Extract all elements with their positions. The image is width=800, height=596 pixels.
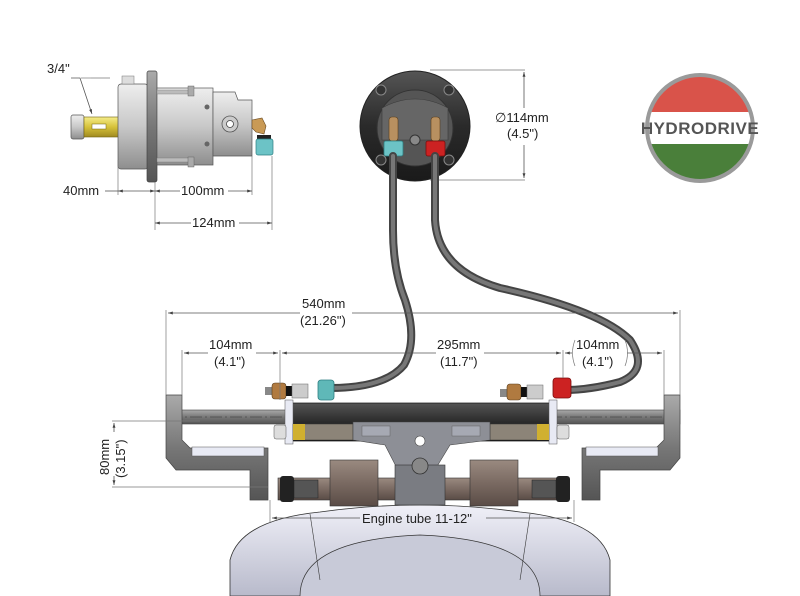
right-arm-in-label: (4.1") [582,354,613,369]
left-arm-mm-label: 104mm [209,337,252,352]
blue-cylinder-fitting [317,379,335,401]
screw [204,141,210,147]
right-arm-mm-label: 104mm [576,337,619,352]
helm-side-dimensions: 3/4" 40mm 100mm 124mm [47,61,273,230]
engine-cover-recess [299,534,541,596]
cylinder-endcap-left [284,399,294,445]
cylinder-endcap-right [548,399,558,445]
hose-left-highlight [328,154,414,390]
left-arm-in-label: (4.1") [214,354,245,369]
paren-left [572,339,576,367]
knurled-nut-right [556,476,570,502]
helm-front-dimension: ∅114mm (4.5") [430,69,549,181]
overall-mm-label: 540mm [302,296,345,311]
bolt-icon [375,84,387,96]
logo-white-band [648,112,752,144]
red-cylinder-fitting [552,377,572,399]
logo-text: HYDRODRIVE [641,119,759,138]
diameter-in-label: (4.5") [507,126,538,141]
screw [204,104,210,110]
cylinder-assembly [165,377,681,501]
fitting-tip [500,389,508,397]
shaft-leader [71,77,93,115]
fitting-ring [257,135,271,139]
bolt-icon [375,154,387,166]
elbow-fitting [251,117,267,135]
fitting-ring [521,387,527,397]
knurled-nut-left [280,476,294,502]
dim-40mm: 40mm [63,183,99,198]
fitting-ring [286,386,292,396]
shaft-keyway [91,123,107,130]
helm-flange [146,70,158,183]
engine-tube-label: Engine tube 11-12" [362,511,472,526]
port-fitting-right [430,116,441,142]
tube-clamp-right [469,459,519,507]
hydrodrive-logo: HYDRODRIVE [641,73,759,183]
shaft-size-label: 3/4" [47,61,70,76]
tiller-slot [451,425,481,437]
logo-ring [645,73,755,183]
thread-right [531,479,557,499]
pivot-bolt [411,457,429,475]
bolt-icon [443,154,455,166]
center-plug [409,134,421,146]
tie-rod-top [156,89,193,95]
overall-in-label: (21.26") [300,313,346,328]
cowling-seam [519,513,531,581]
brass-fitting-right [506,383,522,401]
dim-100mm: 100mm [181,183,224,198]
engine-tube-assembly [277,457,570,507]
tiller-hole [414,435,426,447]
diameter-mm-label: ∅114mm [495,110,549,125]
rod-seal-left [293,424,305,440]
cylinder-dimensions: 540mm (21.26") 104mm (4.1") 295mm (11.7"… [97,296,681,526]
tie-rod-bottom [156,157,193,163]
bolt-icon [443,84,455,96]
cowling-seam [309,513,321,581]
fitting-tip [265,387,273,395]
rod-end-right [556,424,570,440]
tie-rod-nut-top [187,85,195,97]
helm-body [156,87,214,166]
port-fitting-left [388,116,399,142]
tube-clamp-left [329,459,379,507]
dim-124mm: 124mm [192,215,235,230]
thread-left [293,479,319,499]
tie-rod-nut-bottom [187,156,195,168]
center-in-label: (11.7") [440,354,478,369]
mount-bolts [375,84,455,166]
hose-right-highlight [433,154,640,392]
helm-front-view [359,70,471,182]
brass-fitting-left [271,382,287,400]
bracket-right [581,394,681,501]
helm-rear-housing [117,83,149,170]
hydraulic-hoses [326,152,642,394]
fitting-body [526,384,544,400]
fitting-body [291,383,309,399]
helm-side-view [70,70,274,183]
drop-in-label: (3.15") [113,439,128,478]
bracket-face-left [191,446,265,457]
paren-right [624,339,628,367]
shaft-nut [70,114,85,140]
relief-valve-center [226,120,234,128]
rod-seal-right [537,424,549,440]
blue-fitting [255,138,274,156]
housing-tab [121,75,135,85]
rod-end-left [273,424,287,440]
bracket-face-right [585,446,659,457]
center-mm-label: 295mm [437,337,480,352]
bracket-left [165,394,269,501]
drop-mm-label: 80mm [97,439,112,475]
tiller-slot [361,425,391,437]
